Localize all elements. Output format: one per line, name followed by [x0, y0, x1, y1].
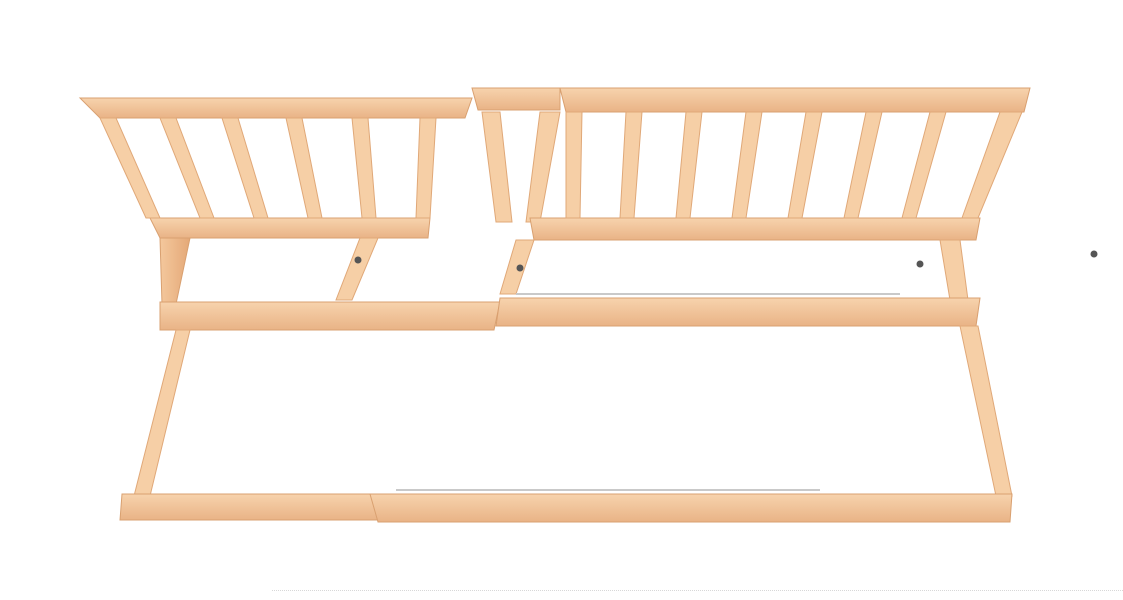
bolt-icon	[1090, 250, 1098, 258]
right-seat-frame	[369, 239, 1013, 523]
bolt-icon	[516, 264, 524, 272]
left-backrest	[78, 97, 473, 239]
right-backrest	[529, 87, 1031, 241]
divider-line	[272, 590, 1123, 591]
bolt-icon	[916, 260, 924, 268]
corner-post	[471, 87, 561, 223]
bolts	[354, 250, 1098, 272]
bolt-icon	[354, 256, 362, 264]
left-seat-frame	[119, 237, 501, 521]
